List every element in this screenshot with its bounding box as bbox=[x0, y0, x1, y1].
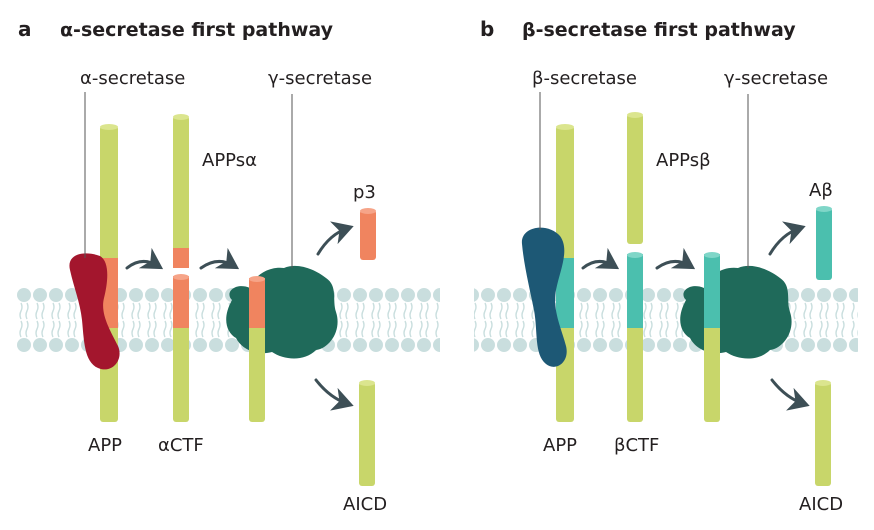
panel-b: b β-secretase first pathway β-secretase … bbox=[474, 17, 858, 515]
beta-ctf-fragment bbox=[627, 252, 643, 422]
label-alpha-ctf: αCTF bbox=[158, 435, 204, 456]
beta-cleavage-segment bbox=[556, 258, 574, 328]
panel-a-title: α-secretase first pathway bbox=[60, 19, 334, 41]
label-abeta: Aβ bbox=[809, 180, 833, 201]
label-aicd-a: AICD bbox=[343, 494, 387, 515]
aicd-fragment-b bbox=[815, 380, 831, 486]
gamma-substrate-b bbox=[704, 252, 720, 422]
arrow-a-2 bbox=[199, 247, 240, 270]
panel-b-letter: b bbox=[480, 17, 494, 41]
arrow-b-up bbox=[768, 221, 806, 256]
appsbeta-fragment bbox=[627, 112, 643, 244]
arrow-a-up bbox=[316, 221, 354, 256]
appsalpha-fragment bbox=[173, 114, 189, 268]
label-alpha-secretase: α-secretase bbox=[80, 68, 185, 89]
label-beta-secretase: β-secretase bbox=[532, 68, 637, 89]
alpha-secretase-enzyme bbox=[69, 253, 120, 370]
panel-a: a α-secretase first pathway α-secretase … bbox=[16, 17, 440, 515]
label-appsalpha: APPsα bbox=[202, 150, 257, 171]
label-aicd-b: AICD bbox=[799, 494, 843, 515]
gamma-substrate-a bbox=[249, 276, 265, 422]
label-beta-ctf: βCTF bbox=[614, 435, 659, 456]
arrow-a-1 bbox=[125, 247, 164, 270]
arrow-a-down bbox=[314, 378, 354, 411]
label-app-a: APP bbox=[88, 435, 122, 456]
arrow-b-1 bbox=[581, 247, 620, 270]
p3-fragment bbox=[360, 208, 376, 260]
panel-b-title: β-secretase first pathway bbox=[522, 19, 796, 41]
abeta-fragment bbox=[816, 206, 832, 280]
label-gamma-secretase-a: γ-secretase bbox=[268, 68, 372, 89]
label-gamma-secretase-b: γ-secretase bbox=[724, 68, 828, 89]
panel-a-letter: a bbox=[18, 17, 32, 41]
beta-secretase-enzyme bbox=[521, 227, 567, 367]
arrow-b-down bbox=[770, 378, 810, 411]
gamma-secretase-enzyme-b bbox=[680, 265, 792, 359]
gamma-secretase-enzyme-a bbox=[226, 265, 338, 359]
aicd-fragment-a bbox=[359, 380, 375, 486]
label-app-b: APP bbox=[543, 435, 577, 456]
arrow-b-2 bbox=[655, 247, 696, 270]
label-p3: p3 bbox=[353, 182, 376, 203]
alpha-ctf-fragment bbox=[173, 274, 189, 422]
label-appsbeta: APPsβ bbox=[656, 150, 711, 171]
